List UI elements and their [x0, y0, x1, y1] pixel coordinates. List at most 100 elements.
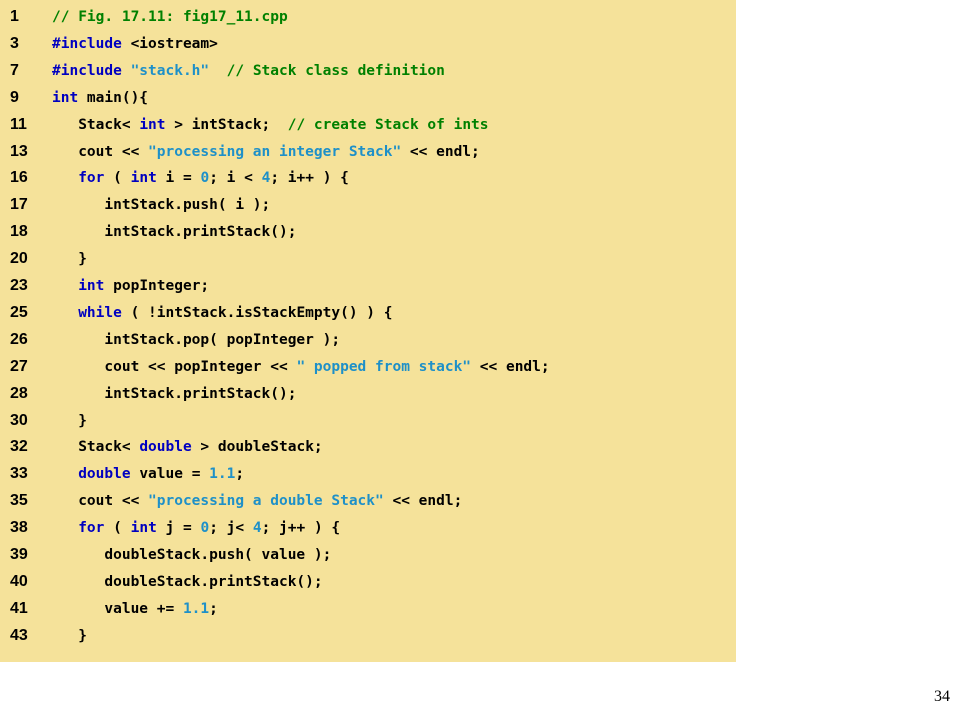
code-text: int main(){: [52, 85, 148, 111]
code-listing-panel: 1 // Fig. 17.11: fig17_11.cpp 3 #include <i…: [0, 0, 736, 662]
code-token-plain: doubleStack.push( value );: [52, 547, 332, 563]
code-text: double value = 1.1;: [52, 461, 244, 487]
line-number: 43: [10, 626, 28, 644]
code-token-plain: value +=: [52, 600, 183, 617]
code-token-keyword: int: [130, 520, 157, 537]
code-token-plain: }: [52, 412, 87, 429]
code-token-plain: ; j<: [209, 520, 253, 537]
line-number: 16: [10, 169, 28, 187]
code-token-keyword: for: [78, 520, 105, 537]
code-text: int popInteger;: [52, 273, 209, 299]
code-token-plain: main(){: [78, 89, 149, 106]
code-text: for ( int j = 0; j< 4; j++ ) {: [52, 515, 340, 541]
code-line: 16 for ( int i = 0; i < 4; i++ ) {: [0, 165, 736, 191]
code-token-plain: intStack.push( i );: [52, 197, 271, 214]
code-token-keyword: int: [130, 170, 157, 187]
code-token-keyword: int: [139, 116, 166, 133]
code-text: // Fig. 17.11: fig17_11.cpp: [52, 4, 288, 30]
code-line: 40 doubleStack.printStack();: [0, 569, 736, 595]
code-token-comment: // create Stack of ints: [287, 116, 489, 133]
line-number: 23: [10, 277, 28, 294]
code-token-string: "stack.h": [130, 62, 210, 79]
code-token-plain: intStack.printStack();: [52, 224, 297, 241]
code-token-keyword: double: [139, 439, 192, 456]
code-line: 27 cout << popInteger << " popped from s…: [0, 354, 736, 380]
code-text: Stack< double > doubleStack;: [52, 434, 323, 460]
code-line: 23 int popInteger;: [0, 273, 736, 299]
code-token-plain: > intStack;: [165, 116, 288, 133]
code-token-number: 0: [200, 170, 210, 187]
code-text: cout << "processing an integer Stack" <<…: [52, 139, 480, 165]
code-token-plain: [52, 305, 78, 321]
code-token-plain: > doubleStack;: [191, 439, 323, 456]
code-token-plain: ; i++ ) {: [270, 170, 349, 187]
code-text: }: [52, 246, 87, 272]
code-token-plain: Stack<: [52, 116, 140, 133]
code-text: for ( int i = 0; i < 4; i++ ) {: [52, 165, 349, 191]
line-number: 26: [10, 330, 28, 348]
code-token-plain: (: [104, 170, 131, 187]
code-token-plain: << endl;: [471, 358, 550, 375]
code-token-plain: (: [104, 520, 131, 537]
line-number: 18: [10, 223, 28, 241]
code-token-plain: [209, 63, 226, 79]
code-line: 41 value += 1.1;: [0, 596, 736, 622]
line-number: 27: [10, 357, 28, 375]
code-token-plain: ;: [235, 466, 245, 483]
code-token-keyword: int: [78, 278, 105, 294]
code-line: 33 double value = 1.1;: [0, 461, 736, 487]
code-text: while ( !intStack.isStackEmpty() ) {: [52, 300, 392, 326]
code-text: #include "stack.h" // Stack class defini…: [52, 58, 445, 84]
code-token-plain: cout <<: [52, 143, 149, 160]
line-number: 25: [10, 303, 28, 321]
code-token-plain: <iostream>: [121, 35, 218, 52]
code-line: 20 }: [0, 246, 736, 272]
code-token-string: "processing an integer Stack": [148, 143, 402, 160]
line-number: 3: [10, 34, 19, 52]
code-token-plain: Stack<: [52, 439, 140, 456]
code-token-plain: [52, 520, 78, 536]
code-token-number: 1.1: [182, 600, 210, 617]
line-number: 40: [10, 572, 28, 590]
line-number: 41: [10, 599, 28, 617]
code-text: intStack.printStack();: [52, 381, 296, 407]
code-text: #include <iostream>: [52, 31, 218, 57]
code-text: intStack.push( i );: [52, 192, 270, 218]
code-line: 43 }: [0, 623, 736, 649]
slide-number: 34: [934, 688, 950, 705]
line-number: 20: [10, 250, 28, 268]
code-token-plain: ( !intStack.isStackEmpty() ) {: [121, 304, 393, 321]
code-token-plain: cout << popInteger <<: [52, 358, 297, 375]
line-number: 13: [10, 142, 28, 160]
code-token-keyword: while: [78, 304, 122, 321]
code-token-keyword: #include: [52, 62, 122, 79]
line-number: 35: [10, 492, 28, 510]
code-token-plain: ;: [209, 600, 218, 617]
code-text: }: [52, 408, 87, 434]
code-line: 17 intStack.push( i );: [0, 192, 736, 218]
code-token-string: " popped from stack": [296, 358, 472, 375]
code-token-number: 0: [200, 520, 210, 537]
code-text: Stack< int > intStack; // create Stack o…: [52, 112, 489, 138]
line-number: 17: [10, 196, 28, 214]
code-token-comment: // Fig. 17.11: fig17_11.cpp: [52, 9, 288, 25]
code-token-plain: [52, 278, 78, 294]
code-text: doubleStack.printStack();: [52, 569, 322, 595]
line-number: 30: [10, 411, 28, 429]
code-text: intStack.printStack();: [52, 219, 296, 245]
code-line: 18 intStack.printStack();: [0, 219, 736, 245]
line-number: 1: [10, 8, 19, 25]
line-number: 11: [10, 115, 27, 133]
line-number: 32: [10, 438, 28, 456]
code-text: doubleStack.push( value );: [52, 542, 331, 568]
code-token-comment: // Stack class definition: [226, 62, 445, 79]
code-token-keyword: double: [78, 466, 131, 483]
code-line: 3 #include <iostream>: [0, 31, 736, 57]
code-token-plain: intStack.pop( popInteger );: [52, 331, 341, 348]
code-token-keyword: #include: [52, 35, 122, 52]
code-token-plain: [52, 466, 78, 482]
code-text: intStack.pop( popInteger );: [52, 327, 340, 353]
code-token-plain: ; j++ ) {: [261, 520, 341, 537]
code-line: 13 cout << "processing an integer Stack"…: [0, 139, 736, 165]
